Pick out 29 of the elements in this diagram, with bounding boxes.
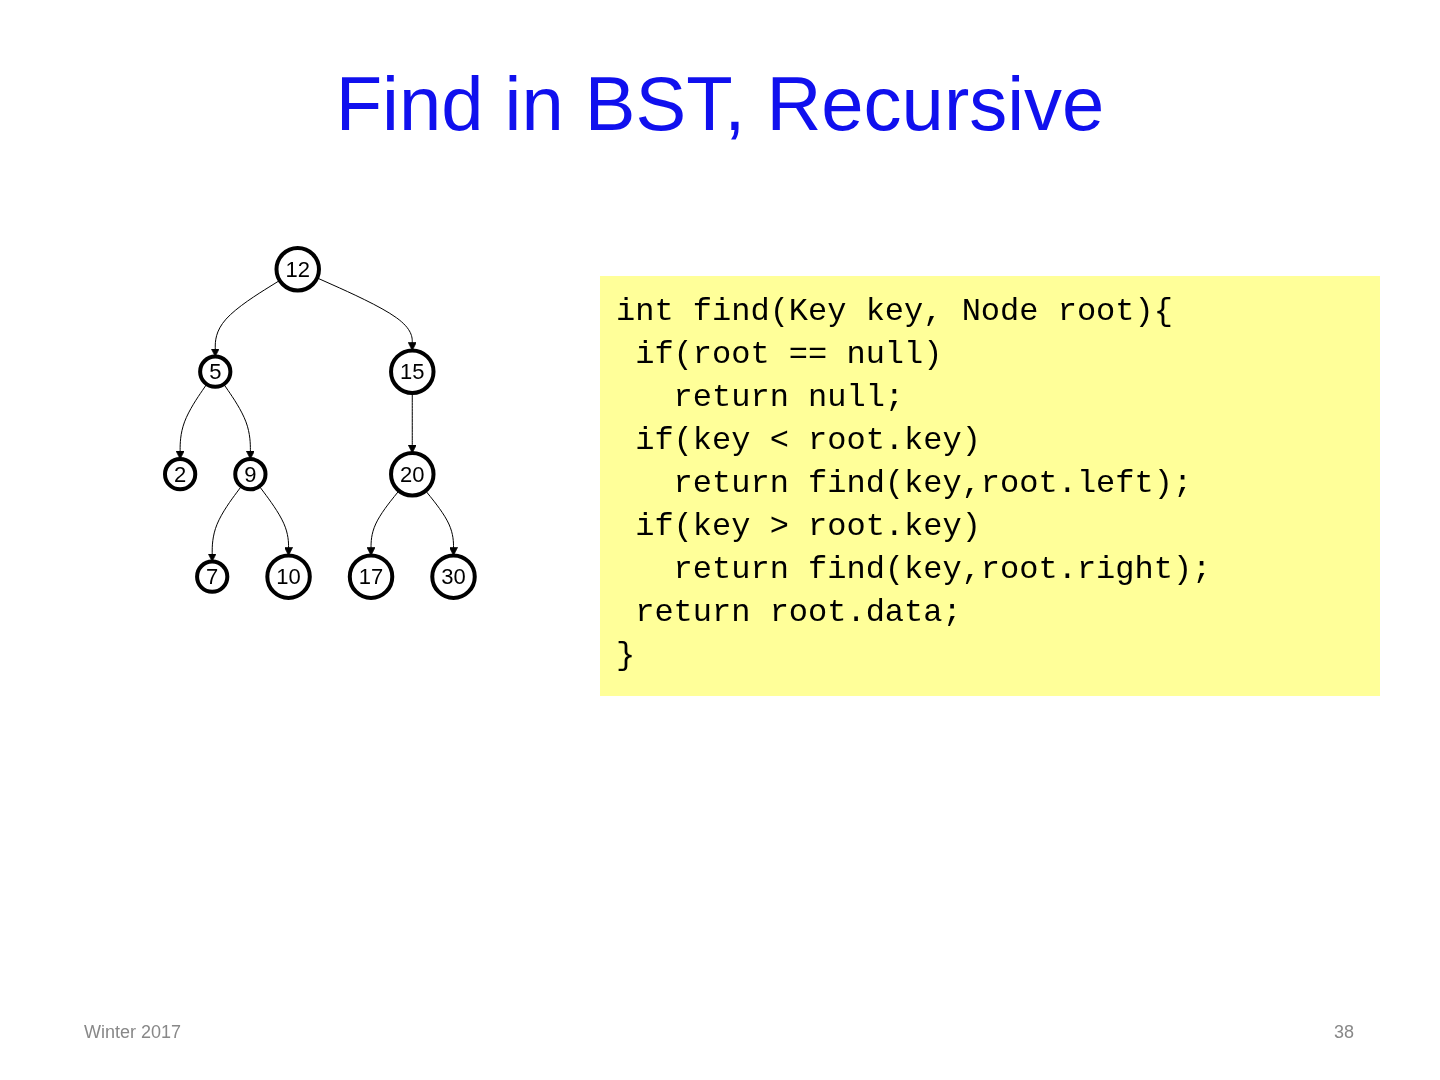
arrow — [175, 383, 208, 460]
arrow — [259, 485, 294, 556]
node-circle: 2 — [163, 457, 198, 492]
node-circle: 20 — [389, 450, 436, 498]
node-circle: 9 — [233, 457, 268, 492]
arrow — [425, 490, 459, 556]
code-line: } — [616, 636, 637, 676]
page-number: 38 — [1333, 1022, 1354, 1043]
code-line: return root.data; — [634, 593, 963, 633]
arrow — [316, 277, 417, 351]
code-line: return null; — [672, 378, 906, 418]
node-circle: 30 — [430, 553, 477, 600]
slide-title: Find in BST, Recursive — [334, 60, 1106, 147]
arrow — [207, 485, 242, 562]
node-circle: 10 — [265, 553, 312, 600]
arrow — [408, 392, 417, 454]
footer-text: Winter 2017 — [84, 1022, 182, 1043]
code-line: if(root == null) — [634, 335, 944, 375]
node-circle: 7 — [195, 559, 230, 594]
node-circle: 15 — [389, 348, 436, 395]
node-circle: 17 — [347, 553, 395, 600]
arrow — [366, 490, 400, 556]
code-line: return find(key,root.right); — [672, 550, 1213, 590]
code-line: if(key < root.key) — [634, 421, 982, 461]
code-line: if(key > root.key) — [634, 507, 982, 547]
code-line: int find(Key key, Node root){ — [616, 292, 1174, 332]
node-circle: 12 — [274, 246, 322, 293]
node-circle: 5 — [198, 354, 233, 389]
code-line: return find(key,root.left); — [672, 464, 1194, 504]
